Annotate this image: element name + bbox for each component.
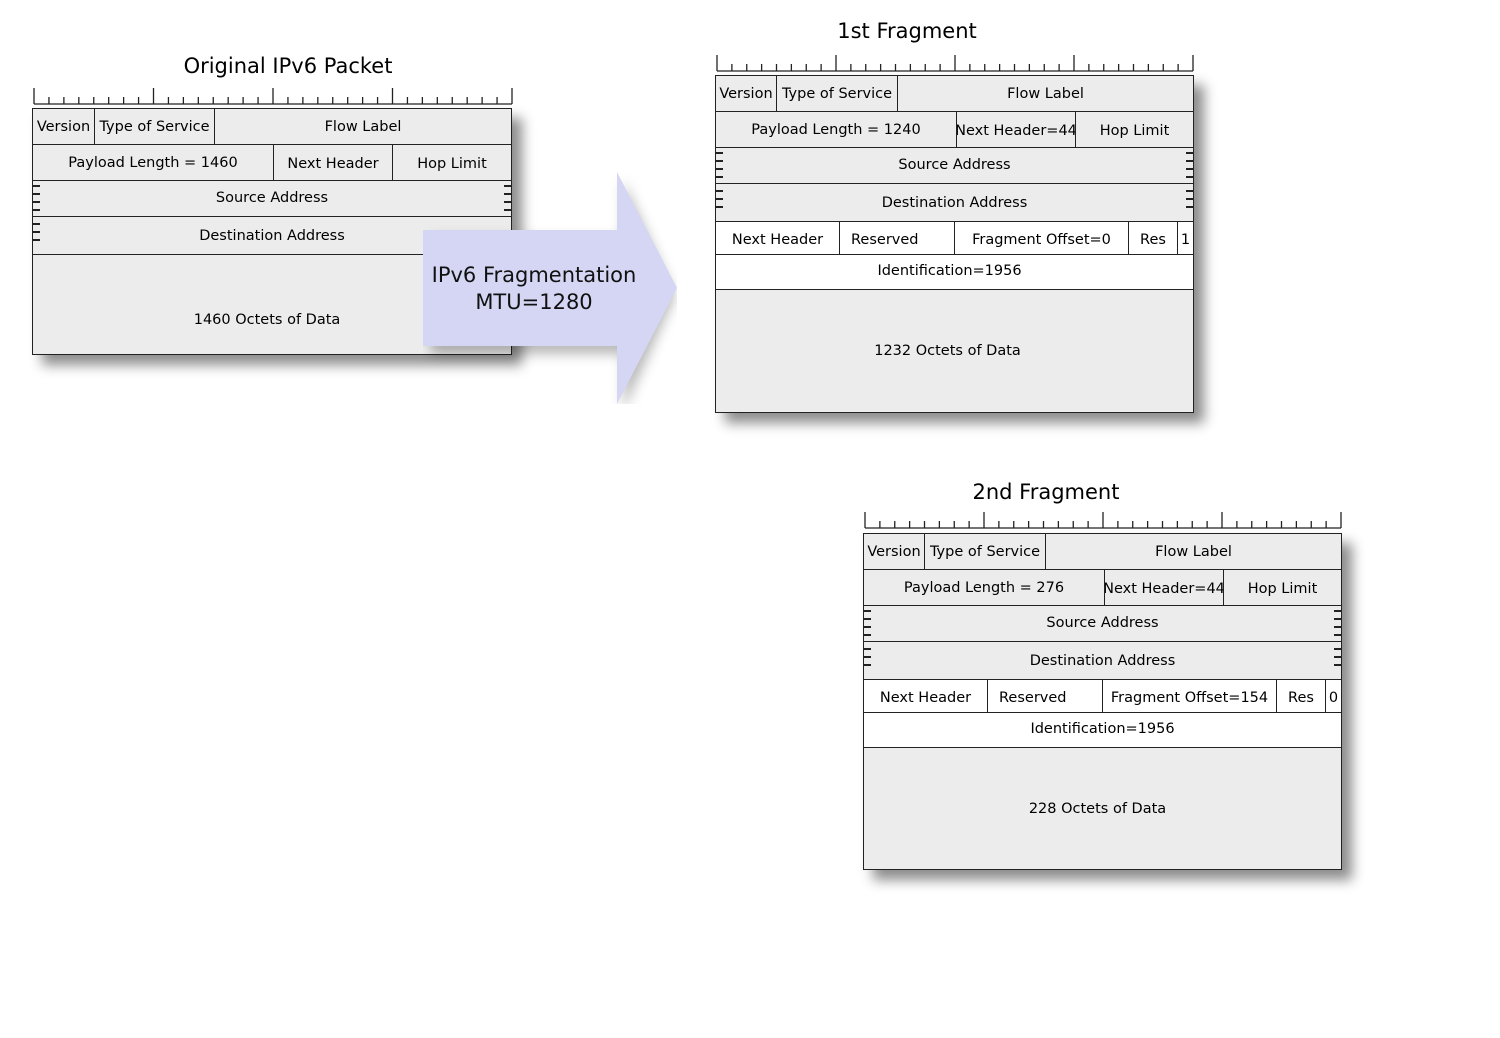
fragment1-data-field: 1232 Octets of Data: [874, 343, 1021, 359]
fragmentation-arrow: [423, 172, 677, 404]
fragment1-row-source: Source Address: [716, 148, 1193, 184]
fragment2-payload-length-field: Payload Length = 276: [864, 570, 1105, 605]
fragmentation-label: IPv6 Fragmentation MTU=1280: [423, 262, 645, 316]
fragment1-row-destination: Destination Address: [716, 184, 1193, 222]
original-hop-limit-field: Hop Limit: [417, 156, 487, 172]
fragment1-row-version: Version Type of Service Flow Label: [716, 76, 1193, 112]
fragment1-title: 1st Fragment: [837, 19, 977, 43]
fragment2-data-field: 228 Octets of Data: [1028, 800, 1167, 817]
fragment2-flow-label-field: Flow Label: [1155, 543, 1232, 560]
fragment1-payload-length-field: Payload Length = 1240: [716, 112, 957, 147]
original-row-source: Source Address: [33, 181, 511, 217]
original-destination-address-field: Destination Address: [199, 227, 345, 244]
original-next-header-field: Next Header: [274, 145, 393, 180]
fragment2-identification-field: Identification=1956: [1030, 721, 1175, 737]
fragment2-source-address-field: Source Address: [1046, 614, 1159, 631]
fragment1-frag-next-header-field: Next Header: [716, 222, 840, 254]
fragment2-row-source: Source Address: [864, 606, 1341, 642]
fragment2-frag-next-header-field: Next Header: [864, 680, 988, 712]
fragment2-hop-limit-field: Hop Limit: [1247, 581, 1318, 597]
fragment1-reserved-field: Reserved: [840, 222, 955, 254]
fragment2-packet: Version Type of Service Flow Label Paylo…: [863, 533, 1342, 870]
fragment1-bit-ruler: [716, 55, 1194, 72]
original-payload-length-field: Payload Length = 1460: [33, 145, 274, 180]
fragment2-fragment-offset-field: Fragment Offset=154: [1103, 680, 1277, 712]
fragmentation-label-line1: IPv6 Fragmentation: [431, 263, 637, 287]
original-flow-label-field: Flow Label: [324, 118, 402, 135]
fragment1-hop-limit-field: Hop Limit: [1099, 123, 1170, 139]
fragment2-row-version: Version Type of Service Flow Label: [864, 534, 1341, 570]
fragment1-destination-address-field: Destination Address: [881, 194, 1028, 211]
fragment1-m-flag-field: 1: [1180, 232, 1191, 248]
original-bit-ruler: [33, 88, 513, 105]
fragment2-destination-address-field: Destination Address: [1029, 652, 1176, 669]
original-row-version: Version Type of Service Flow Label: [33, 109, 511, 145]
fragment2-res-field: Res: [1277, 680, 1326, 712]
fragment1-fragment-offset-field: Fragment Offset=0: [955, 222, 1129, 254]
original-data-field: 1460 Octets of Data: [193, 311, 341, 328]
fragment2-bit-ruler: [864, 512, 1342, 529]
fragment1-packet: Version Type of Service Flow Label Paylo…: [715, 75, 1194, 413]
fragment2-row-destination: Destination Address: [864, 642, 1341, 680]
original-row-payload: Payload Length = 1460 Next Header Hop Li…: [33, 145, 511, 181]
fragment1-source-address-field: Source Address: [898, 156, 1011, 173]
fragment2-row-payload: Payload Length = 276 Next Header=44 Hop …: [864, 570, 1341, 606]
original-version-field: Version: [33, 109, 95, 144]
fragment2-next-header-field: Next Header=44: [1105, 570, 1224, 605]
original-packet-title: Original IPv6 Packet: [183, 54, 393, 78]
fragment2-title: 2nd Fragment: [972, 480, 1120, 504]
original-source-address-field: Source Address: [215, 189, 329, 206]
fragment1-version-field: Version: [716, 76, 777, 111]
fragment1-next-header-field: Next Header=44: [957, 112, 1076, 147]
fragment2-m-flag-field: 0: [1328, 690, 1339, 706]
fragment2-tos-field: Type of Service: [925, 534, 1046, 569]
fragment1-res-field: Res: [1129, 222, 1178, 254]
fragment1-identification-field: Identification=1956: [877, 263, 1022, 279]
fragment1-row-fragment-header: Next Header Reserved Fragment Offset=0 R…: [716, 222, 1193, 255]
fragment1-tos-field: Type of Service: [777, 76, 898, 111]
original-tos-field: Type of Service: [95, 109, 215, 144]
fragment2-reserved-field: Reserved: [988, 680, 1103, 712]
fragment2-row-identification: Identification=1956: [864, 713, 1341, 748]
original-row-destination: Destination Address: [33, 217, 511, 255]
fragment1-row-payload: Payload Length = 1240 Next Header=44 Hop…: [716, 112, 1193, 148]
fragmentation-label-line2: MTU=1280: [475, 290, 593, 314]
fragment1-row-identification: Identification=1956: [716, 255, 1193, 290]
fragment2-version-field: Version: [864, 534, 925, 569]
fragment2-row-fragment-header: Next Header Reserved Fragment Offset=154…: [864, 680, 1341, 713]
fragment1-flow-label-field: Flow Label: [1007, 85, 1084, 102]
